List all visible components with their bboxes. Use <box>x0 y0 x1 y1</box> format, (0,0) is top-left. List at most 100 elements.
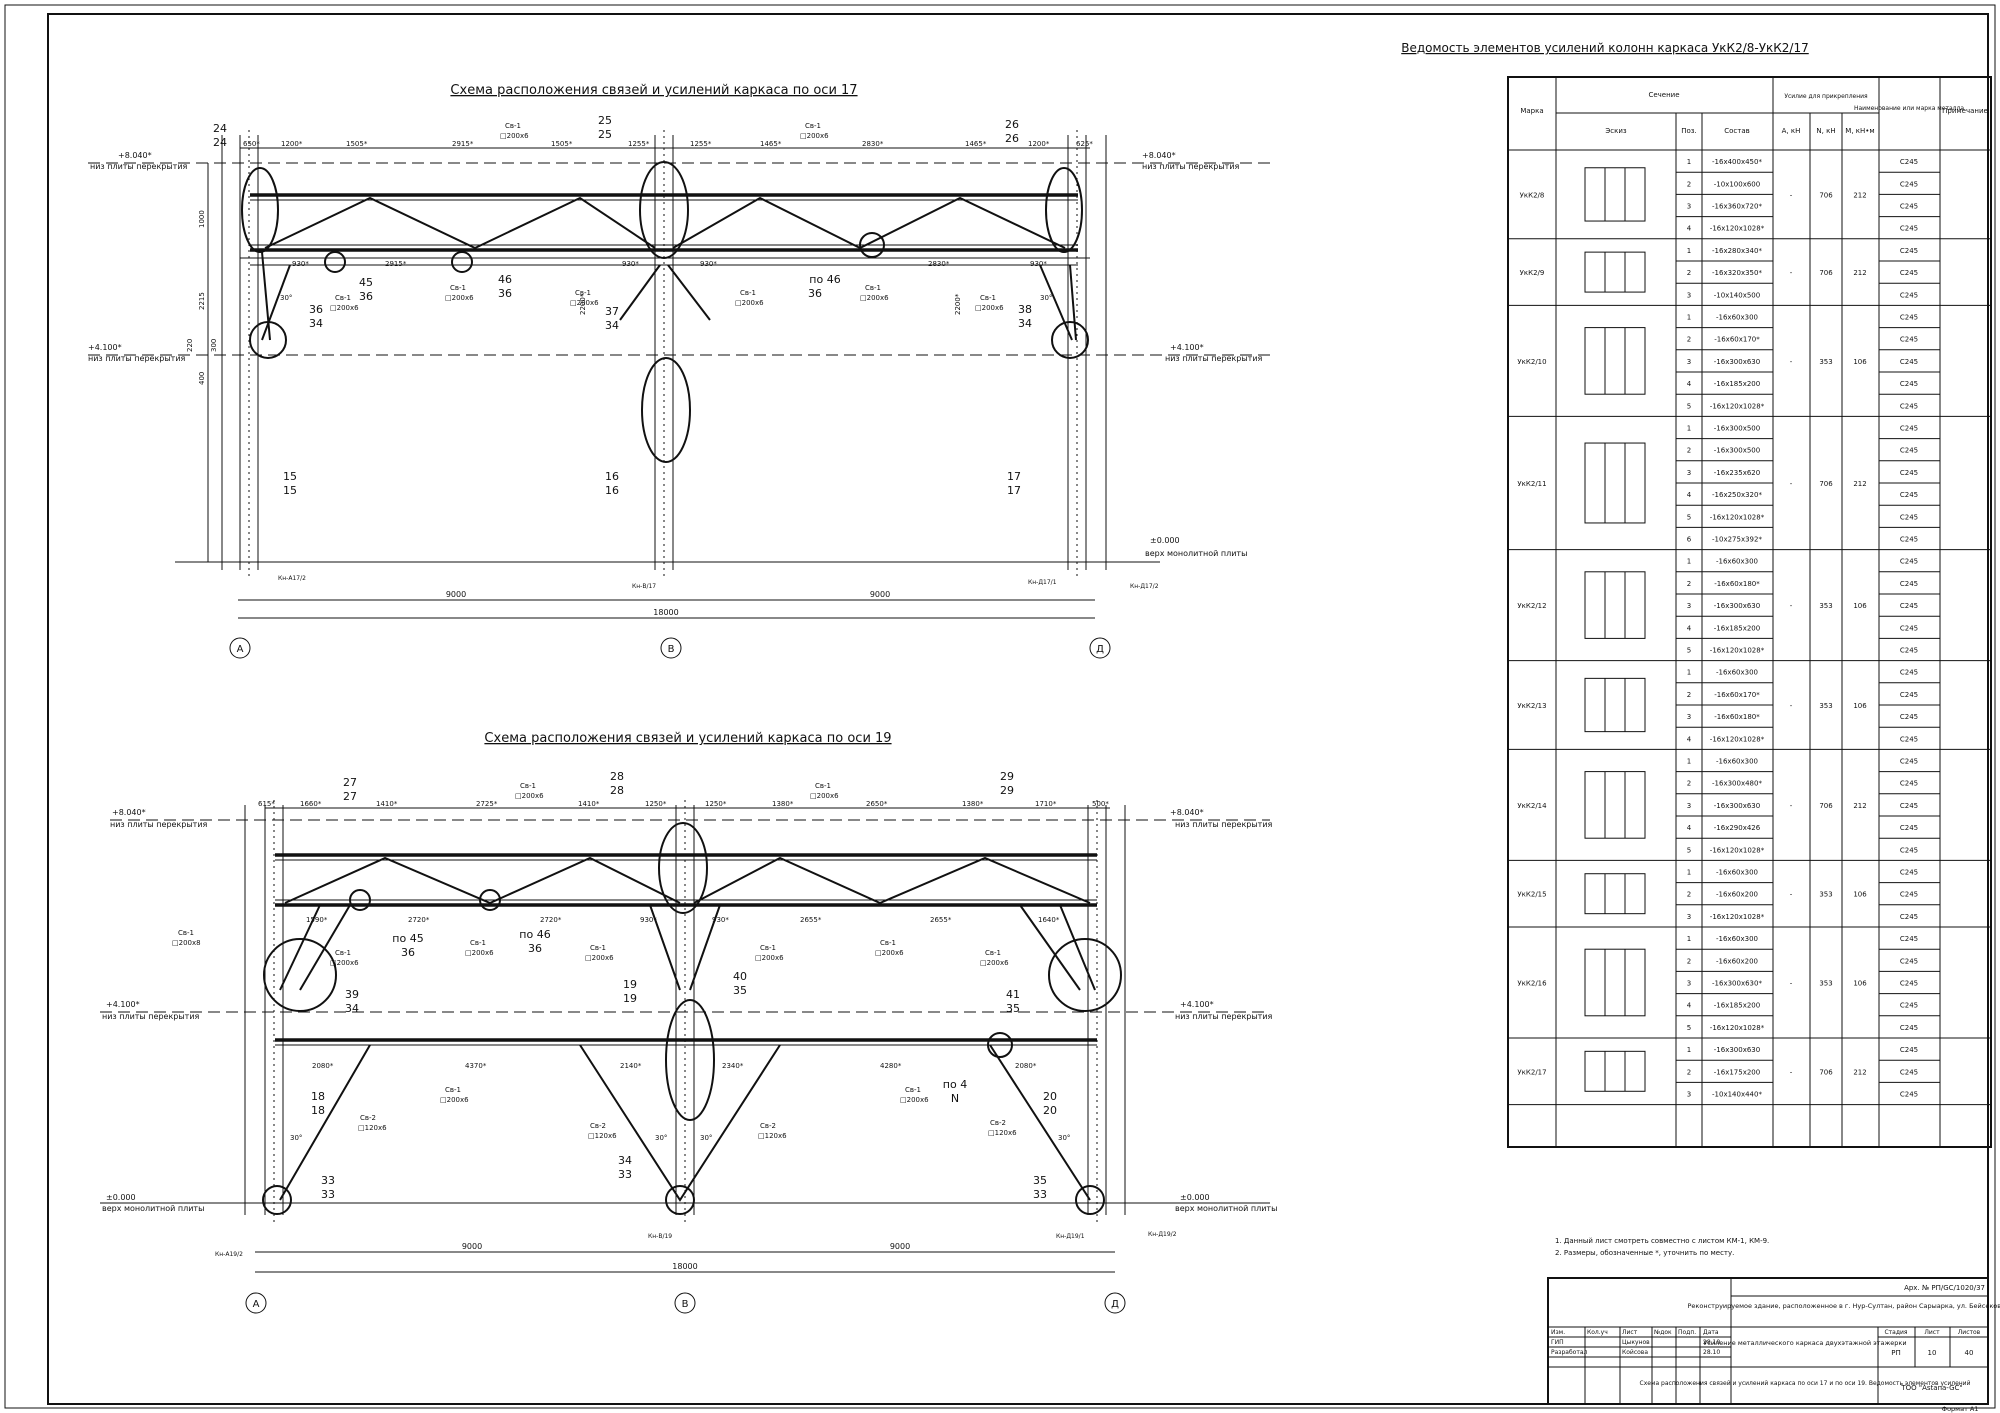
d2-ldim-0: 2080* <box>312 1062 334 1070</box>
d2-brace-15: Св-2 <box>990 1119 1006 1127</box>
cell-compose: -10х100х600 <box>1714 180 1760 188</box>
sketch-box <box>1584 677 1646 733</box>
notes: 1. Данный лист смотреть совместно с лист… <box>1555 1237 1769 1257</box>
d2-level-mid: +4.100* <box>106 1000 140 1009</box>
cell-compose: -16х120х1028* <box>1710 1024 1765 1032</box>
cell-pos: 1 <box>1687 758 1691 766</box>
cell-material: С245 <box>1900 980 1918 988</box>
cell-compose: -16х300х630* <box>1712 980 1762 988</box>
stamp-h3: Лист <box>1622 1329 1638 1336</box>
cell-mark: УкК2/8 <box>1520 191 1545 199</box>
d1-brace-1: Св-1 <box>505 122 521 130</box>
d2-node-12-bot: 33 <box>321 1188 335 1201</box>
d2-col-2: Кн-Д19/1 <box>1056 1233 1085 1240</box>
d2-node-3-top: по 45 <box>392 932 423 945</box>
cell-material: С245 <box>1900 425 1918 433</box>
sketch-box <box>1584 251 1646 293</box>
cell-compose: -16х290х426 <box>1714 824 1761 832</box>
inner-frame <box>47 13 1989 1405</box>
cell-compose: -16х400х450* <box>1712 158 1762 166</box>
d2-sec-9: □200х6 <box>980 959 1009 967</box>
d1-dim-mid-4: 2830* <box>928 260 950 268</box>
d1-node-7-bot: 34 <box>605 319 619 332</box>
cell-material: С245 <box>1900 536 1918 544</box>
cell-compose: -16х300х630 <box>1714 1046 1760 1054</box>
d1-node-0-bot: 24 <box>213 136 227 149</box>
d2-ldim-3: 2340* <box>722 1062 744 1070</box>
d2-sec-11: □200х6 <box>900 1096 929 1104</box>
d1-dim-11: 625* <box>1076 140 1093 148</box>
d1-node-9-top: 15 <box>283 470 297 483</box>
cell-force-a: - <box>1790 702 1793 710</box>
d2-axis-v: В <box>682 1299 689 1310</box>
d2-mdim-6: 2655* <box>930 916 952 924</box>
d2-node-0-top: 27 <box>343 776 357 789</box>
th-n: N, кН <box>1816 127 1835 135</box>
cell-compose: -16х60х200 <box>1716 891 1758 899</box>
cell-mark: УкК2/17 <box>1517 1068 1546 1076</box>
cell-material: С245 <box>1900 624 1918 632</box>
d1-section-4: □200х6 <box>445 294 474 302</box>
cell-pos: 4 <box>1687 225 1692 233</box>
cell-force-a: - <box>1790 891 1793 899</box>
d2-bdim-2: 18000 <box>672 1262 697 1271</box>
d2-dim-11: 500* <box>1092 800 1109 808</box>
d2-brace-14: Св-2 <box>760 1122 776 1130</box>
d1-node-3-bot: 36 <box>359 290 373 303</box>
th-pos: Поз. <box>1681 127 1697 135</box>
cell-pos: 3 <box>1687 469 1691 477</box>
d1-section-3: □200х6 <box>330 304 359 312</box>
cell-mark: УкК2/13 <box>1517 702 1546 710</box>
cell-pos: 3 <box>1687 980 1691 988</box>
cell-mark: УкК2/14 <box>1517 802 1547 810</box>
d1-node-2-top: 26 <box>1005 118 1019 131</box>
d1-node-1-top: 25 <box>598 114 612 127</box>
cell-mark: УкК2/9 <box>1520 269 1545 277</box>
cell-material: С245 <box>1900 869 1918 877</box>
cell-force-a: - <box>1790 802 1793 810</box>
cell-force-m: 106 <box>1853 702 1867 710</box>
d2-sec-13: □120х6 <box>588 1132 617 1140</box>
cell-compose: -16х60х300 <box>1716 558 1758 566</box>
th-note: Примечание <box>1942 107 1988 115</box>
cell-pos: 4 <box>1687 624 1692 632</box>
d1-dim-mid-5: 930* <box>1030 260 1047 268</box>
d2-node-8-bot: 35 <box>1006 1002 1020 1015</box>
d1-node-4-bot: 36 <box>498 287 512 300</box>
d1-vdim-0: 1000 <box>198 210 206 228</box>
cell-pos: 4 <box>1687 1002 1692 1010</box>
cell-mark: УкК2/11 <box>1517 480 1546 488</box>
d2-node-13-top: 34 <box>618 1154 632 1167</box>
d1-col-2: Кн-Д17/1 <box>1028 579 1057 586</box>
cell-compose: -16х120х1028* <box>1710 913 1765 921</box>
cell-mark: УкК2/15 <box>1517 891 1546 899</box>
cell-compose: -16х120х1028* <box>1710 735 1765 743</box>
d1-brace-8: Св-1 <box>980 294 996 302</box>
d1-node-6-bot: 34 <box>309 317 323 330</box>
d1-bdim-1: 9000 <box>870 590 890 599</box>
cell-material: С245 <box>1900 1046 1918 1054</box>
d2-brace-13: Св-2 <box>590 1122 606 1130</box>
d2-ldim-4: 4280* <box>880 1062 902 1070</box>
d2-node-11-bot: 20 <box>1043 1104 1057 1117</box>
d2-angle-3: 30° <box>700 1134 712 1142</box>
cell-pos: 3 <box>1687 358 1691 366</box>
cell-material: С245 <box>1900 469 1918 477</box>
d1-dim-9: 1465* <box>965 140 987 148</box>
d2-sec-8: □200х6 <box>875 949 904 957</box>
cell-material: С245 <box>1900 180 1918 188</box>
d2-col-0: Кн-А19/2 <box>215 1251 243 1258</box>
cell-compose: -16х175х200 <box>1714 1068 1760 1076</box>
cell-pos: 5 <box>1687 846 1691 854</box>
cell-force-m: 212 <box>1853 1068 1866 1076</box>
cell-pos: 1 <box>1687 314 1691 322</box>
cell-force-n: 353 <box>1819 891 1832 899</box>
d1-brace-6: Св-1 <box>740 289 756 297</box>
th-section: Сечение <box>1648 91 1679 99</box>
cell-compose: -16х235х620 <box>1714 469 1760 477</box>
cell-force-n: 706 <box>1819 191 1833 199</box>
d2-node-8-top: 41 <box>1006 988 1020 1001</box>
d1-dim-6: 1255* <box>690 140 712 148</box>
d2-node-2-top: 29 <box>1000 770 1014 783</box>
